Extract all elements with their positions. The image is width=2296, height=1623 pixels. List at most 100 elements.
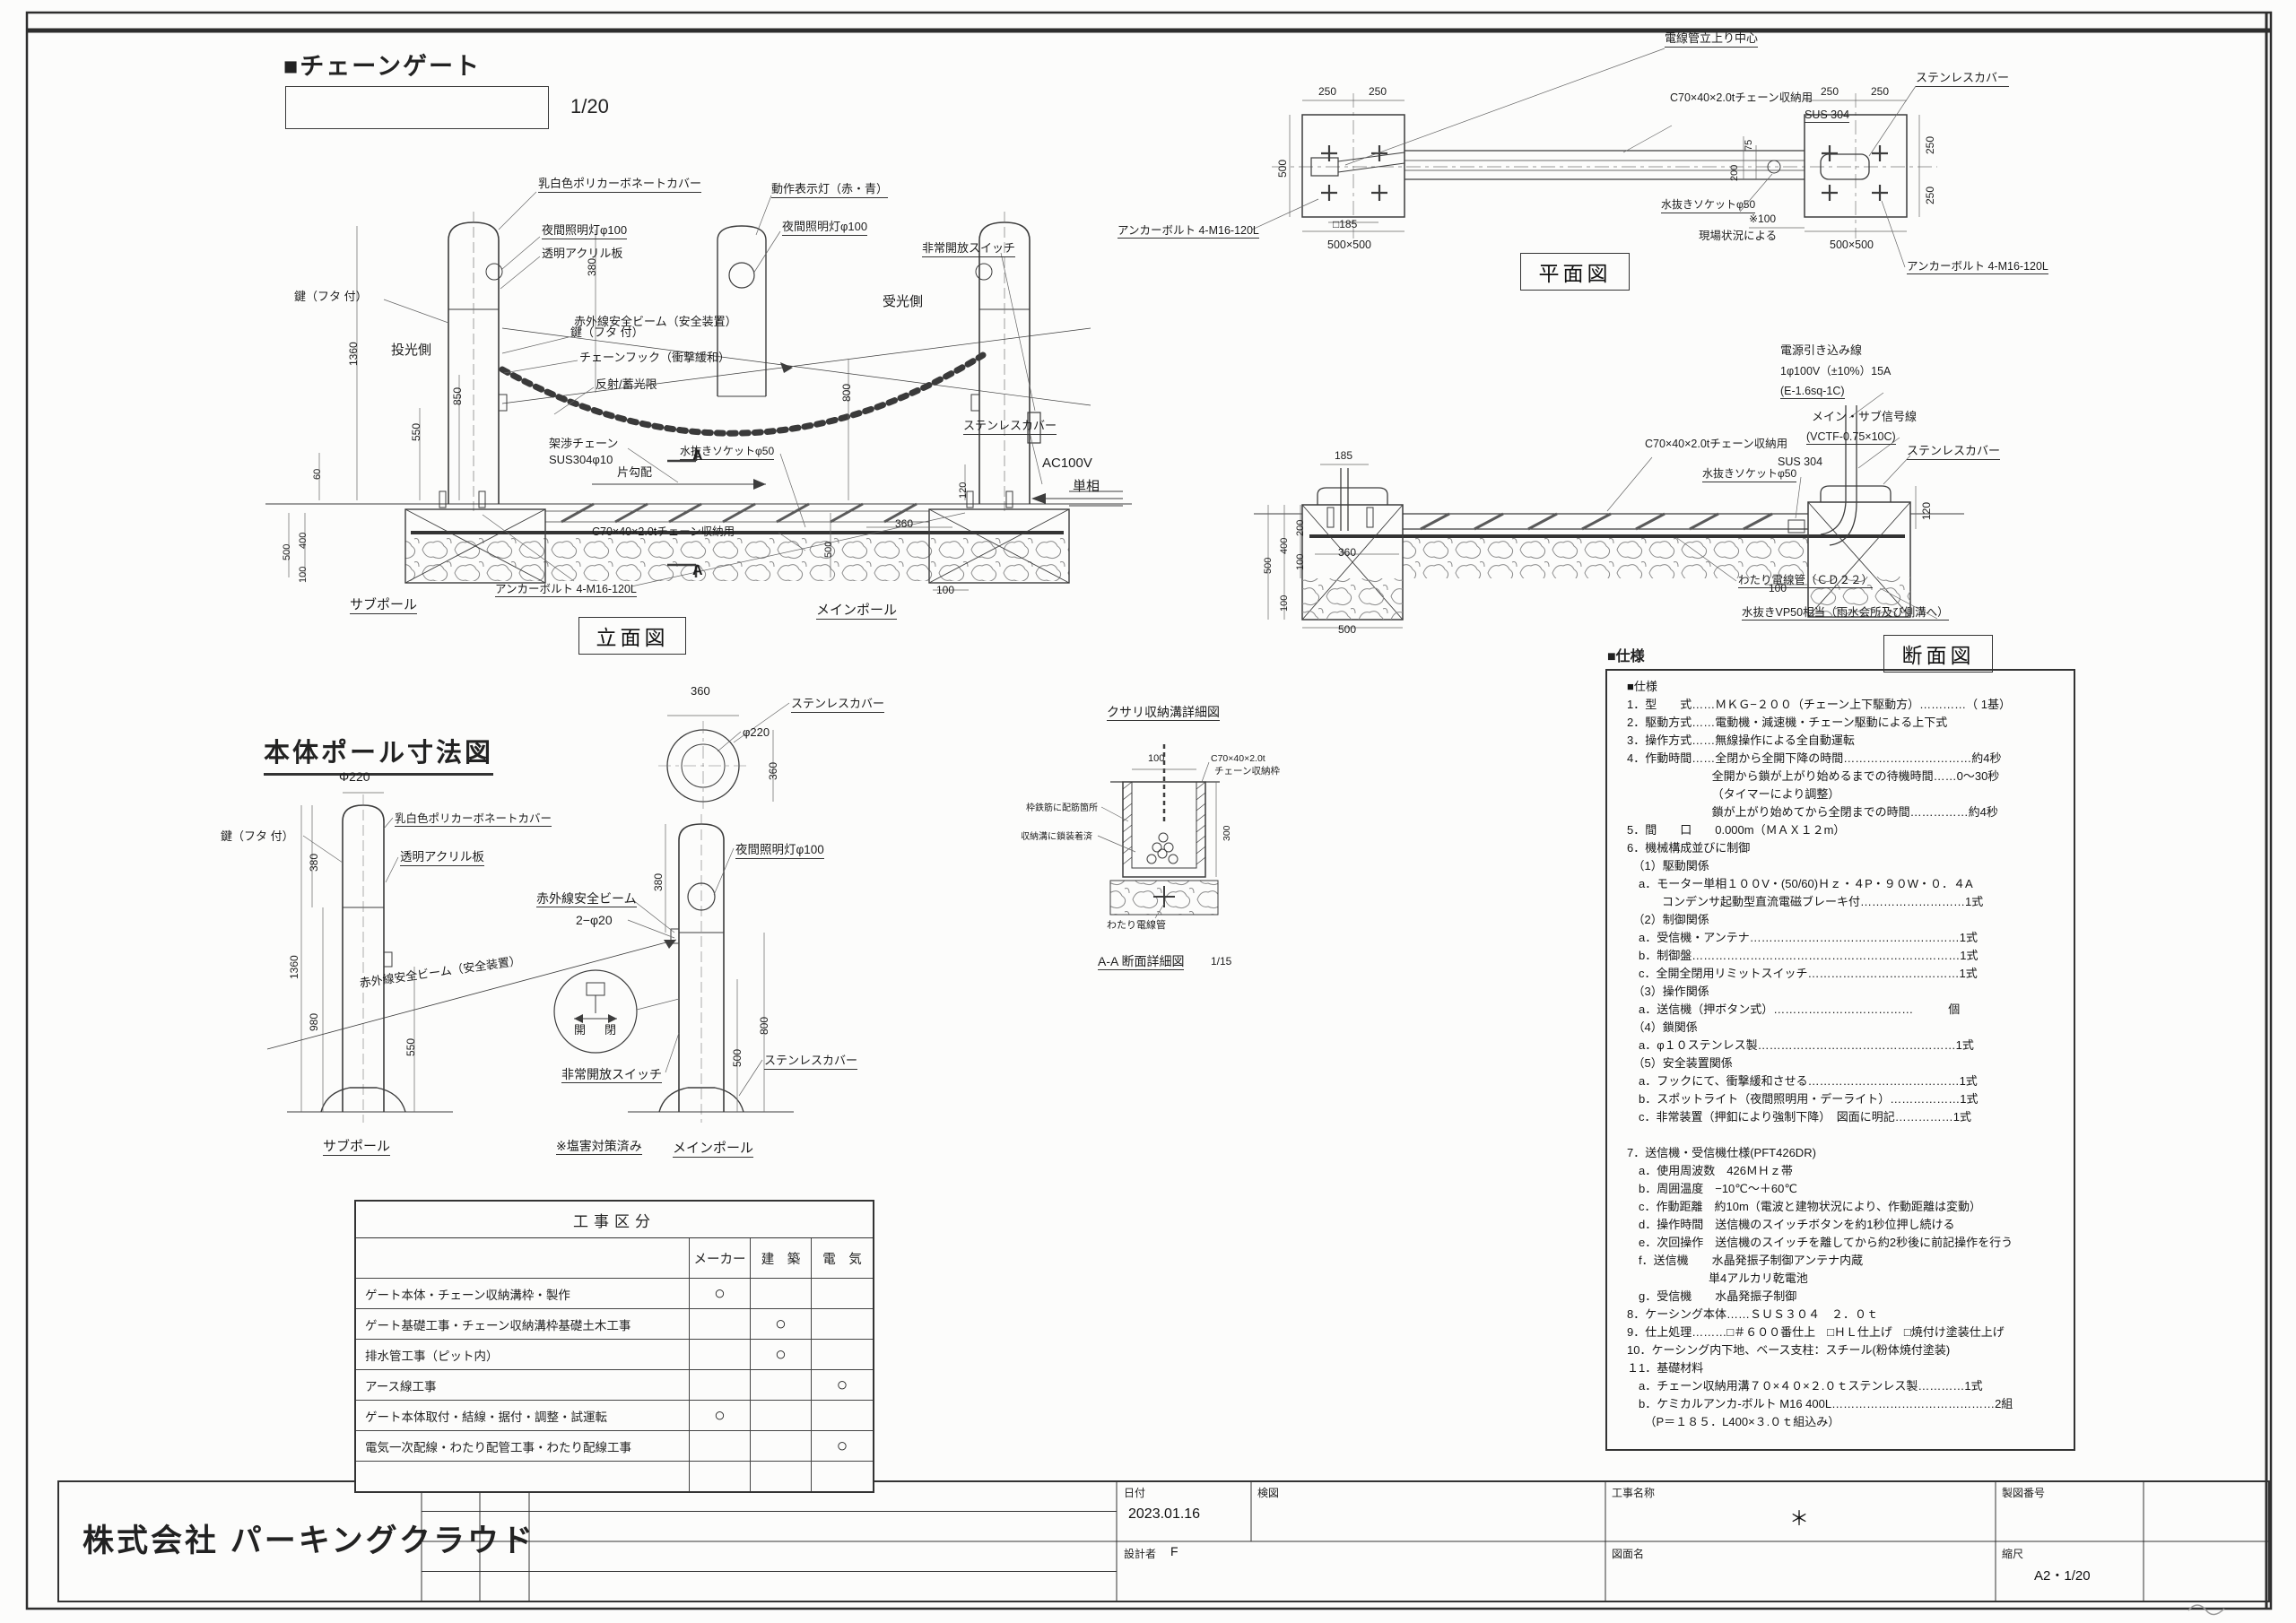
date-value: 2023.01.16 [1128,1506,1201,1522]
table-mark-empty [751,1431,812,1461]
annotation: 水抜きソケットφ50 [680,445,775,460]
annotation: 電線管立上り中心 [1665,31,1759,48]
annotation: 250 [1871,85,1890,98]
spec-line: a．フックにて、衝撃緩和させる…………………………………1式 [1627,1074,1978,1088]
spec-line: （4）鎖関係 [1627,1020,1698,1034]
annotation: 鍵（フタ 付） [221,829,294,843]
table-row-label: ゲート本体・チェーン収納溝枠・製作 [356,1279,690,1308]
annotation: 200 [1729,164,1740,181]
table-mark-circle: ○ [751,1309,812,1339]
spec-line [1627,1126,2063,1144]
table-row-label: 排水管工事（ピット内） [356,1340,690,1369]
table-mark-empty [751,1279,812,1308]
table-column-header: メーカー [690,1238,751,1278]
annotation: クサリ収納溝詳細図 [1107,705,1220,722]
spec-line: b．周囲温度 −10℃〜＋60℃ [1627,1182,1797,1195]
spec-line: 9．仕上処理………□＃６００番仕上 □ＨＬ仕上げ □焼付け塗装仕上げ [1627,1325,2005,1339]
annotation: チェーン収納枠 [1214,766,1280,777]
annotation: メインポール [673,1141,754,1159]
date-label: 日付 [1124,1487,1146,1499]
company-name: 株式会社 パーキングクラウド [83,1523,535,1558]
annotation: 60 [312,468,323,480]
spec-line: （5）安全装置関係 [1627,1056,1733,1070]
annotation: 120 [958,482,969,499]
annotation: 550 [404,1037,417,1056]
check-label: 検図 [1257,1487,1280,1499]
annotation: 400 [1279,537,1290,554]
spec-line: ■仕様 [1627,680,1657,693]
annotation: 乳白色ポリカーボネートカバー [395,812,552,828]
annotation: 250 [1924,186,1936,204]
annotation: A-A 断面詳細図 [1098,954,1185,971]
annotation: ステンレスカバー [791,697,885,713]
spec-line: f．送信機 水晶発振子制御アンテナ内蔵 [1627,1254,1864,1267]
annotation: 枠鉄筋に配筋箇所 [1026,803,1098,813]
table-mark-circle: ○ [836,1435,848,1456]
spec-line: （P＝１８５．L400×３.０ｔ組込み） [1627,1415,1840,1428]
annotation: 200 [1295,519,1306,536]
spec-line: （2）制御関係 [1627,913,1709,926]
table-mark-empty [690,1462,751,1491]
annotation: 1360 [288,955,300,979]
annotation: 100 [298,566,309,583]
annotation: 360 [691,684,710,698]
annotation: 360 [895,517,914,530]
annotation: サブポール [323,1139,391,1157]
project-value: ＊ [1789,1507,1810,1530]
spec-line: １1．基礎材料 [1627,1361,1704,1375]
spec-heading: ■仕様 [1607,649,1645,664]
spec-line: b．制御盤……………………………………………………………1式 [1627,949,1979,962]
annotation: 水抜きソケットφ50 [1702,467,1797,482]
table-mark-empty [751,1462,812,1491]
annotation: 360 [1338,546,1357,559]
annotation: C70×40×2.0tチェーン収納用 [1645,438,1788,450]
annotation: C70×40×2.0tチェーン収納用 [1670,91,1813,104]
annotation: 受光側 [883,294,924,309]
page-title: ■チェーンゲート [283,53,481,80]
table-mark-empty [812,1309,873,1339]
annotation: C70×40×2.0t [1211,753,1265,764]
spec-line: （1）駆動関係 [1627,859,1709,872]
table-row: ゲート基礎工事・チェーン収納溝枠基礎土木工事○ [356,1309,873,1340]
annotation: 100 [936,584,955,596]
annotation: 100 [1148,753,1165,764]
caption-pole-figure: 本体ポール寸法図 [264,732,494,776]
table-mark-empty [812,1462,873,1491]
caption-elevation: 立面図 [578,617,686,655]
annotation: わたり電線管（ＣＤ２２） [1738,574,1874,589]
annotation: 100 [1769,582,1787,595]
annotation: 鍵（フタ 付） [294,290,368,303]
annotation: 500×500 [1327,239,1372,251]
plan-linework [1251,48,1937,268]
spec-line: b．スポットライト（夜間照明用・デーライト）………………1式 [1627,1092,1979,1106]
annotation: 380 [586,257,598,276]
annotation: C70×40×2.0tチェーン収納用 [592,525,735,538]
drawno-label: 製図番号 [2002,1487,2046,1499]
annotation: 非常開放スイッチ [561,1067,662,1084]
annotation: 850 [451,386,464,405]
annotation: 投光側 [391,343,432,358]
spec-line: 10．ケーシング内下地、ベース支柱：スチール(粉体焼付塗装) [1627,1343,1951,1357]
table-mark-empty [690,1370,751,1400]
table-mark-empty [690,1309,751,1339]
table-mark-empty [812,1401,873,1430]
table-row: ゲート本体取付・結線・据付・調整・試運転○ [356,1401,873,1431]
table-row-label: アース線工事 [356,1370,690,1400]
annotation: 100 [1279,595,1290,612]
table-row: アース線工事○ [356,1370,873,1401]
annotation: 500 [282,543,292,560]
annotation: アンカーボルト 4-M16-120L [495,583,637,598]
annotation: 360 [767,761,779,780]
table-row: ゲート本体・チェーン収納溝枠・製作○ [356,1279,873,1309]
table-mark-empty [751,1401,812,1430]
annotation: 1φ100V（±10%）15A [1780,365,1892,378]
spec-line: a．モーター単相１００V・(50/60)Ｈｚ・４P・９０W・０．４A [1627,877,1973,890]
table-row-label: 電気一次配線・わたり配管工事・わたり配線工事 [356,1431,690,1461]
pole-figure-linework [266,702,794,1123]
annotation: ステンレスカバー [1916,71,2010,87]
spec-line: 8．ケーシング本体……ＳＵＳ３０４ ２．０ｔ [1627,1307,1878,1321]
annotation: 185 [1335,449,1353,462]
annotation: ※100 [1749,213,1777,225]
annotation: 550 [410,422,422,441]
